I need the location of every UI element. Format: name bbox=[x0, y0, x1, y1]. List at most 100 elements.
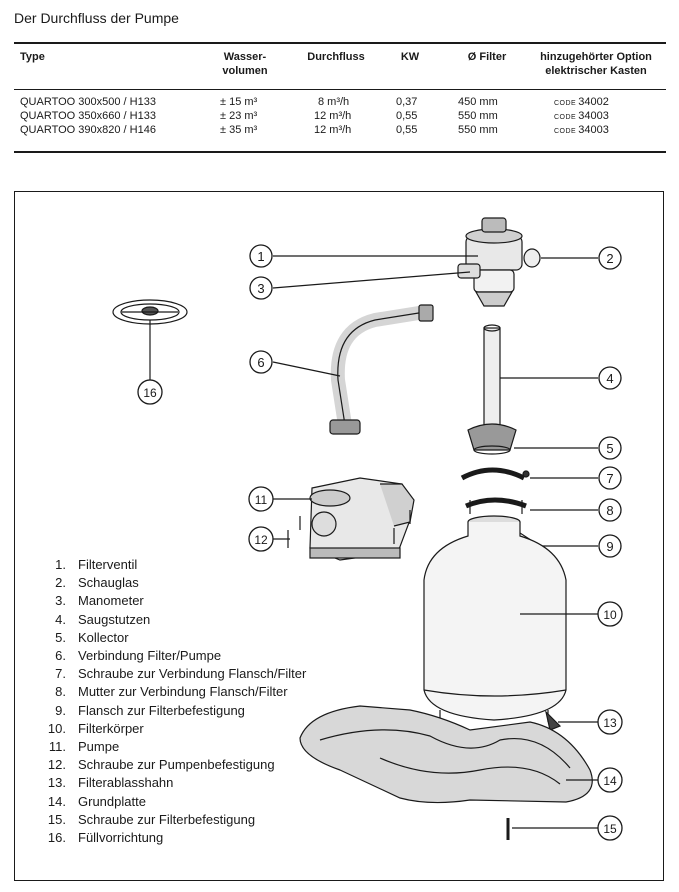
row3-code-prefix: CODE bbox=[554, 128, 577, 135]
header-wasser-line2: volumen bbox=[222, 65, 268, 77]
callout-4: 4 bbox=[598, 366, 622, 390]
legend-item: 4. Saugstutzen bbox=[40, 611, 306, 629]
legend-label: Schauglas bbox=[78, 575, 139, 591]
legend-item: 10.Filterkörper bbox=[40, 720, 306, 738]
header-kw: KW bbox=[400, 51, 420, 63]
row1-code-prefix: CODE bbox=[554, 100, 577, 107]
legend-label: Verbindung Filter/Pumpe bbox=[78, 648, 222, 664]
legend-num: 11. bbox=[48, 739, 66, 755]
legend-label: Schraube zur Filterbefestigung bbox=[78, 811, 256, 827]
legend-label: Grundplatte bbox=[78, 793, 146, 809]
callout-9: 9 bbox=[598, 534, 622, 558]
legend-item: 7.Schraube zur Verbindung Flansch/Filter bbox=[40, 665, 306, 683]
callout-6: 6 bbox=[249, 350, 273, 374]
callout-8-label: 8 bbox=[606, 503, 613, 518]
part-fuellvorrichtung bbox=[112, 299, 188, 380]
callout-14: 14 bbox=[597, 767, 623, 793]
legend-item: 9. Flansch zur Filterbefestigung bbox=[40, 702, 306, 720]
callout-13: 13 bbox=[597, 709, 623, 735]
header-option: hinzugehörter Option elektrischer Kasten bbox=[528, 50, 664, 78]
callout-12-label: 12 bbox=[254, 533, 268, 547]
row1-durchfluss: 8 m³/h bbox=[318, 96, 350, 108]
row2-code-prefix: CODE bbox=[554, 114, 577, 121]
header-type: Type bbox=[20, 51, 45, 63]
legend-num: 15. bbox=[47, 811, 66, 827]
legend-label: Pumpe bbox=[78, 739, 120, 755]
callout-2-label: 2 bbox=[606, 251, 613, 266]
legend-num: 2. bbox=[55, 575, 66, 591]
part-saugstutzen bbox=[467, 324, 517, 455]
legend-label: Schraube zur Pumpenbefestigung bbox=[78, 757, 275, 773]
callout-8: 8 bbox=[598, 498, 622, 522]
row3-wasser: ± 35 m³ bbox=[220, 124, 258, 136]
legend-label: Filterablasshahn bbox=[78, 775, 174, 791]
legend-item: 2. Schauglas bbox=[40, 574, 306, 592]
legend-label: Filterventil bbox=[78, 557, 138, 572]
callout-15: 15 bbox=[597, 815, 623, 841]
parts-legend: 1.Filterventil 2.Schauglas 3.Manometer 4… bbox=[40, 556, 306, 847]
part-flansch bbox=[460, 467, 530, 514]
callout-16: 16 bbox=[137, 379, 163, 405]
legend-num: 5. bbox=[55, 629, 66, 645]
legend-label: Filterkörper bbox=[78, 720, 144, 736]
legend-item: 16.Füllvorrichtung bbox=[40, 829, 306, 847]
row1-wasser: ± 15 m³ bbox=[220, 96, 258, 108]
part-filterablasshahn bbox=[544, 710, 562, 731]
legend-num: 14. bbox=[47, 793, 66, 809]
legend-item: 5. Kollector bbox=[40, 629, 306, 647]
row3-code-value: 34003 bbox=[578, 124, 609, 136]
callout-7: 7 bbox=[598, 466, 622, 490]
legend-num: 1. bbox=[55, 557, 66, 572]
callout-2: 2 bbox=[598, 246, 622, 270]
header-wasser: Wasser- volumen bbox=[210, 50, 280, 78]
part-filterkoerper bbox=[423, 515, 567, 722]
legend-num: 6. bbox=[55, 648, 66, 664]
row1-type: QUARTOO 300x500 / H133 bbox=[20, 96, 156, 108]
callout-3: 3 bbox=[249, 276, 273, 300]
callout-14-label: 14 bbox=[603, 774, 617, 788]
legend-item: 8.Mutter zur Verbindung Flansch/Filter bbox=[40, 683, 306, 701]
callout-4-label: 4 bbox=[606, 371, 613, 386]
callout-10-label: 10 bbox=[603, 608, 617, 622]
legend-item: 6. Verbindung Filter/Pumpe bbox=[40, 647, 306, 665]
callout-15-label: 15 bbox=[603, 822, 617, 836]
table-top-rule bbox=[14, 42, 666, 44]
callout-5: 5 bbox=[598, 436, 622, 460]
part-pumpe bbox=[309, 477, 415, 561]
legend-item: 15. Schraube zur Filterbefestigung bbox=[40, 811, 306, 829]
callout-11: 11 bbox=[248, 486, 274, 512]
legend-label: Kollector bbox=[78, 629, 129, 645]
callout-3-label: 3 bbox=[257, 281, 264, 296]
legend-num: 8. bbox=[55, 684, 66, 700]
callout-10: 10 bbox=[597, 601, 623, 627]
header-option-line2: elektrischer Kasten bbox=[545, 65, 647, 77]
callout-6-label: 6 bbox=[257, 355, 264, 370]
row3-filter: 550 mm bbox=[458, 124, 498, 136]
header-durchfluss: Durchfluss bbox=[307, 51, 365, 63]
legend-item: 12.Schraube zur Pumpenbefestigung bbox=[40, 756, 306, 774]
legend-num: 4. bbox=[55, 611, 66, 627]
callout-1: 1 bbox=[249, 244, 273, 268]
row3-type: QUARTOO 390x820 / H146 bbox=[20, 124, 156, 136]
row2-code-value: 34003 bbox=[578, 110, 609, 122]
legend-label: Saugstutzen bbox=[78, 611, 151, 627]
legend-num: 9. bbox=[55, 702, 66, 718]
legend-label: Flansch zur Filterbefestigung bbox=[78, 702, 245, 718]
row1-code-value: 34002 bbox=[578, 96, 609, 108]
row2-kw: 0,55 bbox=[396, 110, 418, 122]
callout-9-label: 9 bbox=[606, 539, 613, 554]
legend-label: Manometer bbox=[78, 593, 144, 609]
part-filterventil bbox=[457, 217, 541, 307]
legend-item: 14. Grundplatte bbox=[40, 793, 306, 811]
callout-16-label: 16 bbox=[143, 386, 157, 400]
row1-filter: 450 mm bbox=[458, 96, 498, 108]
row2-filter: 550 mm bbox=[458, 110, 498, 122]
legend-num: 13. bbox=[47, 775, 66, 791]
row2-wasser: ± 23 m³ bbox=[220, 110, 258, 122]
callout-11-label: 11 bbox=[255, 493, 268, 507]
exploded-diagram-frame bbox=[14, 191, 664, 881]
row3-durchfluss: 12 m³/h bbox=[314, 124, 352, 136]
legend-item: 11. Pumpe bbox=[40, 738, 306, 756]
